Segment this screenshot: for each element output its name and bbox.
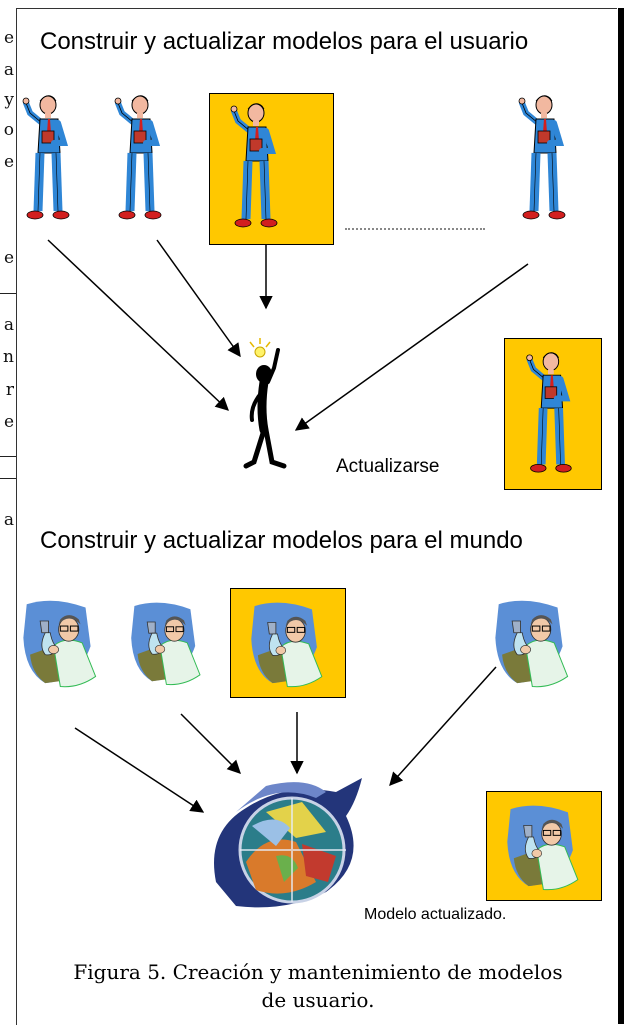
fragment-letter: r xyxy=(5,380,14,400)
figure-frame-shadow xyxy=(618,8,624,1024)
fragment-letter: e xyxy=(3,152,14,172)
fragment-letter: a xyxy=(3,60,14,80)
fragment-letter: e xyxy=(3,412,14,432)
fragment-letter: n xyxy=(3,347,14,367)
arrow xyxy=(156,239,241,358)
thinker-lightbulb-icon xyxy=(243,338,287,469)
fragment-letter: a xyxy=(3,510,14,530)
ellipsis-dots xyxy=(345,228,485,230)
fragment-letter: y xyxy=(4,90,14,110)
arrow xyxy=(180,713,241,774)
arrow xyxy=(294,263,529,431)
actualizarse-label: Actualizarse xyxy=(336,456,440,477)
fragment-rule xyxy=(0,456,16,457)
highlighted-presenter-box xyxy=(209,93,334,245)
fragment-letter: a xyxy=(3,315,14,335)
caption-line-2: de usuario. xyxy=(261,988,375,1012)
left-text-fragment: e a y o e e a n r e a xyxy=(0,0,16,540)
modelo-actualizado-label: Modelo actualizado. xyxy=(364,906,507,923)
arrow xyxy=(389,666,497,787)
fragment-letter: o xyxy=(3,120,14,140)
figure-frame xyxy=(16,8,617,1025)
arrow xyxy=(47,239,229,411)
section-heading-world: Construir y actualizar modelos para el m… xyxy=(40,527,523,554)
fragment-rule xyxy=(0,478,16,479)
fragment-rule xyxy=(0,293,16,294)
world-model-globe-icon xyxy=(214,778,362,908)
caption-line-1: Figura 5. Creación y mantenimiento de mo… xyxy=(73,960,563,984)
figure-caption: Figura 5. Creación y mantenimiento de mo… xyxy=(20,958,616,1014)
section-heading-user: Construir y actualizar modelos para el u… xyxy=(40,28,529,55)
fragment-letter: e xyxy=(3,28,14,48)
arrow xyxy=(74,727,205,813)
fragment-letter: e xyxy=(3,248,14,268)
